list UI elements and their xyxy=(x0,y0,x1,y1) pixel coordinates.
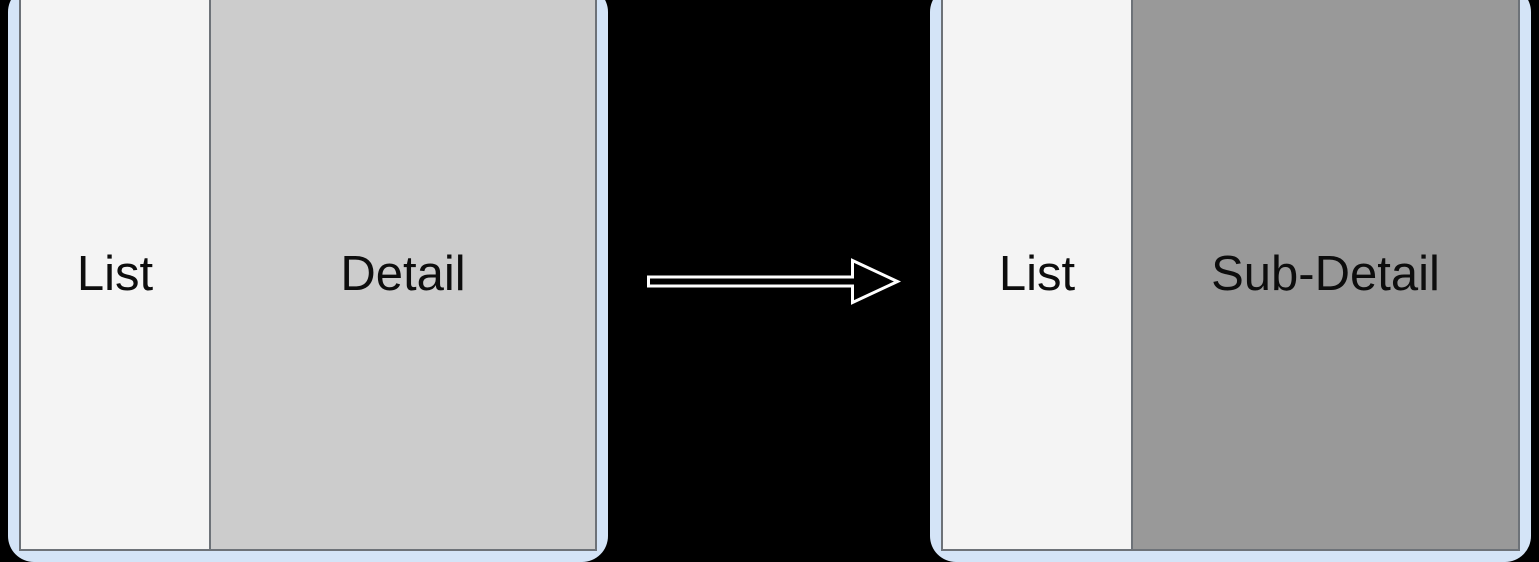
screen-viewport-before: List Detail xyxy=(19,0,597,551)
detail-pane[interactable]: Detail xyxy=(211,0,595,549)
list-pane-after-label: List xyxy=(998,246,1076,301)
list-pane-before[interactable]: List xyxy=(21,0,211,549)
sub-detail-pane-label: Sub-Detail xyxy=(1211,246,1440,301)
transition-arrow-icon xyxy=(647,258,902,305)
arrow-outline-path xyxy=(647,258,902,305)
sub-detail-pane[interactable]: Sub-Detail xyxy=(1133,0,1518,549)
screen-viewport-after: List Sub-Detail xyxy=(941,0,1520,551)
screen-frame-after: List Sub-Detail xyxy=(930,0,1531,562)
list-pane-after[interactable]: List xyxy=(943,0,1133,549)
screen-frame-before: List Detail xyxy=(8,0,608,562)
list-pane-before-label: List xyxy=(76,246,154,301)
detail-pane-label: Detail xyxy=(340,246,466,301)
